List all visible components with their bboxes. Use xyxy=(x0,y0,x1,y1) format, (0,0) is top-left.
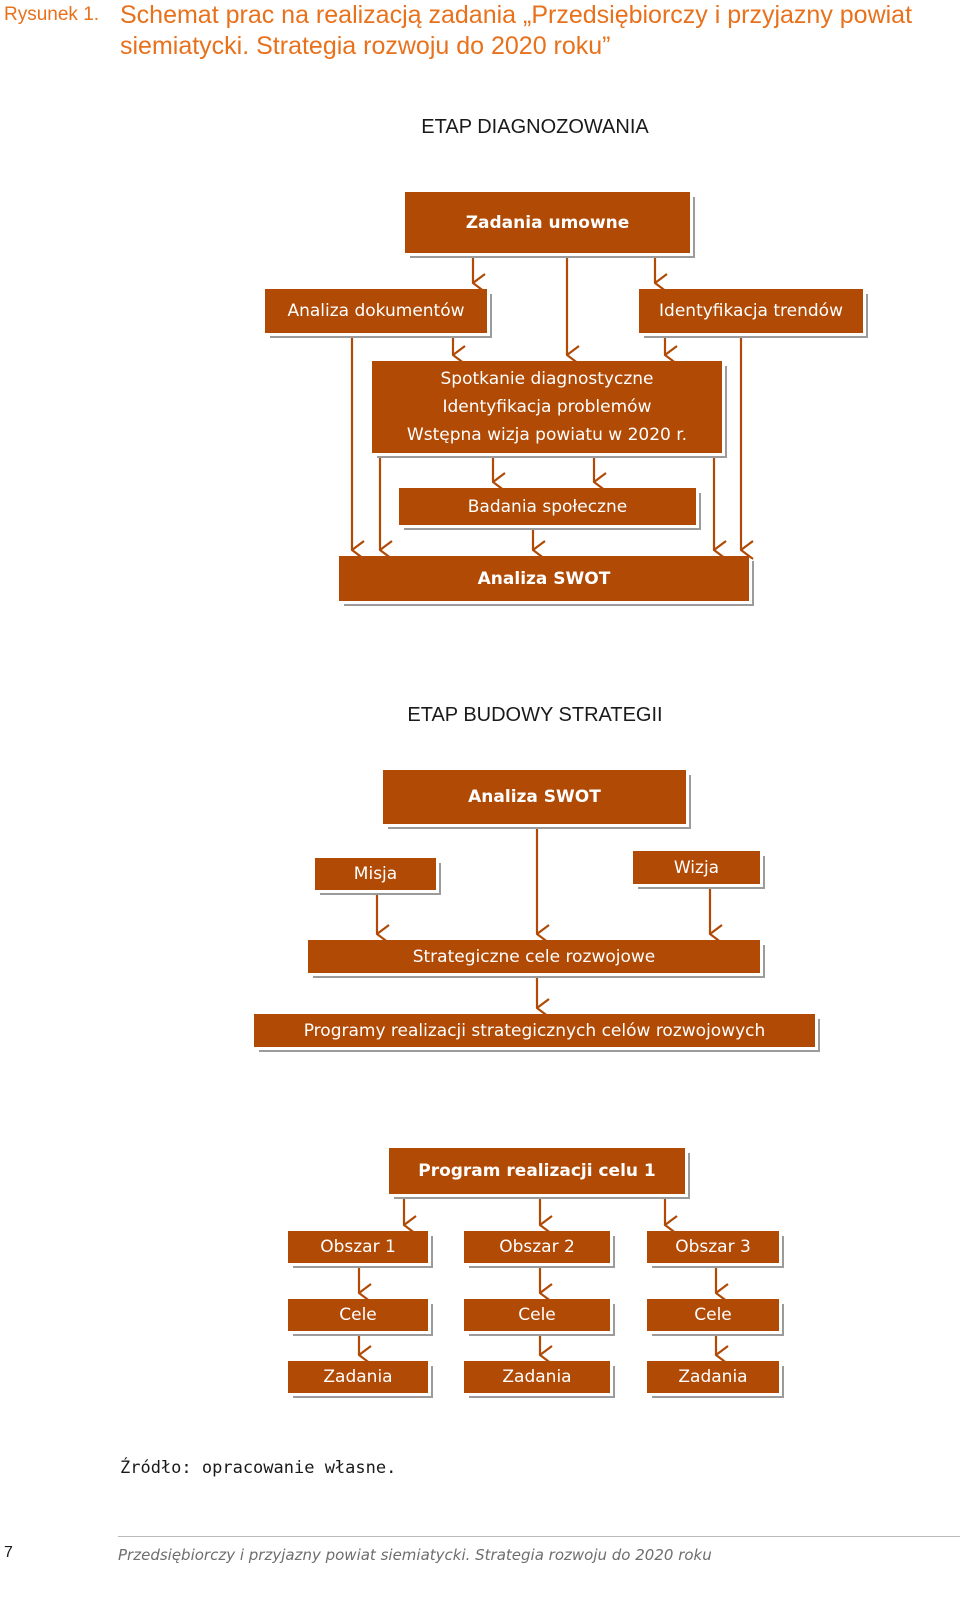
box-contract-tasks: Zadania umowne xyxy=(405,192,690,253)
source-note: Źródło: opracowanie własne. xyxy=(120,1458,397,1478)
box-area-3: Obszar 3 xyxy=(647,1231,779,1263)
box-programs: Programy realizacji strategicznych celów… xyxy=(254,1014,815,1047)
box-goals-2: Cele xyxy=(464,1299,610,1331)
box-trend-identification: Identyfikacja trendów xyxy=(639,289,863,333)
figure-label: Rysunek 1. xyxy=(4,4,100,25)
stage-heading-strategy: ETAP BUDOWY STRATEGII xyxy=(407,704,663,726)
box-tasks-2: Zadania xyxy=(464,1361,610,1393)
page-number: 7 xyxy=(4,1544,13,1561)
meeting-line-3: Wstępna wizja powiatu w 2020 r. xyxy=(406,425,688,445)
box-area-1: Obszar 1 xyxy=(288,1231,428,1263)
box-program-goal-1: Program realizacji celu 1 xyxy=(389,1148,685,1194)
box-goals-1: Cele xyxy=(288,1299,428,1331)
meeting-line-1: Spotkanie diagnostyczne xyxy=(440,369,654,389)
box-goals-3: Cele xyxy=(647,1299,779,1331)
footer-rule xyxy=(118,1536,960,1537)
box-social-research: Badania społeczne xyxy=(399,488,696,525)
box-mission: Misja xyxy=(315,858,436,890)
box-tasks-1: Zadania xyxy=(288,1361,428,1393)
meeting-line-2: Identyfikacja problemów xyxy=(442,397,652,417)
footer-title: Przedsiębiorczy i przyjazny powiat siemi… xyxy=(118,1546,712,1564)
box-swot-stage1: Analiza SWOT xyxy=(339,556,749,601)
box-area-2: Obszar 2 xyxy=(464,1231,610,1263)
box-swot-stage2: Analiza SWOT xyxy=(383,770,686,824)
box-document-analysis: Analiza dokumentów xyxy=(265,289,487,333)
box-strategic-goals: Strategiczne cele rozwojowe xyxy=(308,940,760,973)
figure-title: Schemat prac na realizacją zadania „Prze… xyxy=(120,1,913,60)
box-tasks-3: Zadania xyxy=(647,1361,779,1393)
stage-heading-diagnosis: ETAP DIAGNOZOWANIA xyxy=(421,116,649,138)
box-diagnostic-meeting: Spotkanie diagnostyczne Identyfikacja pr… xyxy=(372,361,722,453)
box-vision: Wizja xyxy=(633,851,760,884)
